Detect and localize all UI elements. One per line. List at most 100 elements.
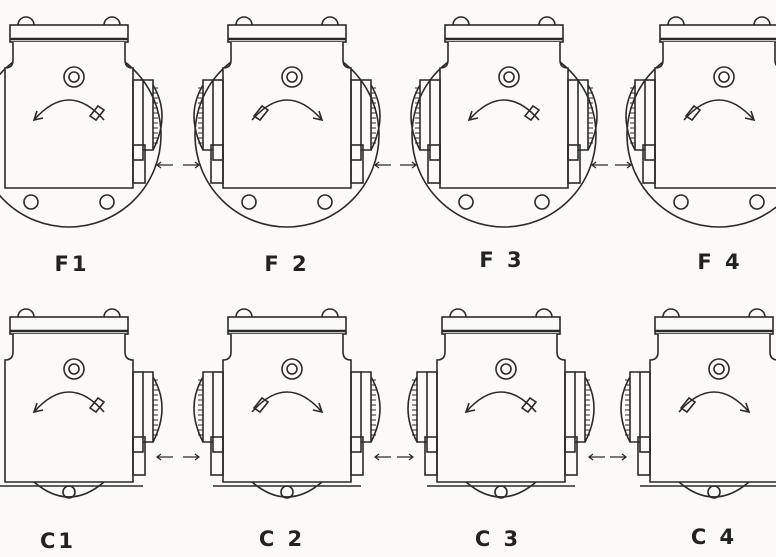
arrow-head-icon: [312, 402, 324, 414]
top-bump: [235, 308, 253, 318]
focus-knob: [416, 371, 427, 443]
center-knob-icon: [281, 66, 303, 88]
plate-hole: [534, 194, 550, 210]
side-plate: [644, 79, 656, 161]
camera-panel-6: [183, 308, 391, 499]
panel-label-f1: F1: [54, 252, 90, 276]
rotation-arrow-icon: [33, 391, 105, 413]
focus-knob-dome: [620, 376, 631, 443]
pointer-arrow-icon: [588, 453, 605, 461]
side-plate: [564, 371, 576, 453]
camera-panel-7: [397, 308, 605, 499]
focus-knob: [361, 79, 372, 151]
camera-body: [649, 334, 776, 483]
arrow-tail-feather-icon: [88, 104, 106, 122]
lower-latch: [567, 144, 581, 184]
camera-panel-5: [0, 308, 173, 499]
arrow-tail-feather-icon: [523, 104, 541, 122]
panel-label-c1: C1: [39, 529, 77, 553]
arrow-head-icon: [467, 110, 479, 122]
focus-knob-dome: [152, 376, 163, 443]
arrow-tail-feather-icon: [684, 104, 702, 122]
camera-body: [439, 42, 569, 189]
top-bump: [103, 308, 121, 318]
center-knob-icon: [498, 66, 520, 88]
base-lug: [678, 481, 750, 498]
center-knob-icon: [713, 66, 735, 88]
side-plate: [639, 371, 651, 453]
rotation-arrow-icon: [683, 99, 755, 121]
arrow-tail-feather-icon: [679, 396, 697, 414]
focus-knob-dome: [410, 84, 421, 151]
focus-knob-dome: [370, 376, 381, 443]
plate-hole: [99, 194, 115, 210]
pointer-arrow-icon: [374, 161, 391, 169]
arrow-tail-feather-icon: [252, 104, 270, 122]
center-knob-icon: [68, 363, 80, 375]
plate-hole: [317, 194, 333, 210]
rotation-arrow-icon: [251, 99, 323, 121]
lower-latch: [427, 144, 441, 184]
center-knob-icon: [63, 66, 85, 88]
camera-panel-3: [400, 16, 608, 228]
focus-knob: [202, 371, 213, 443]
arrow-head-icon: [32, 110, 44, 122]
lower-latch: [424, 436, 438, 476]
top-bump: [452, 16, 470, 26]
focus-knob: [143, 79, 154, 151]
pointer-arrow-icon: [591, 161, 608, 169]
base-lug: [33, 481, 105, 498]
side-plate: [567, 79, 579, 161]
center-knob-icon: [68, 71, 80, 83]
top-bump: [449, 308, 467, 318]
focus-knob-dome: [152, 84, 163, 151]
top-bump: [535, 308, 553, 318]
focus-knob-dome: [584, 376, 595, 443]
lower-latch: [564, 436, 578, 476]
center-knob-icon: [713, 363, 725, 375]
base-lug: [465, 481, 537, 498]
side-plate: [426, 371, 438, 453]
camera-body: [4, 42, 134, 189]
lower-latch: [132, 436, 146, 476]
side-plate: [132, 79, 144, 161]
plate-hole: [241, 194, 257, 210]
top-bump: [538, 16, 556, 26]
focus-knob-dome: [193, 376, 204, 443]
camera-panel-1: [0, 16, 173, 228]
rotation-arrow-icon: [468, 99, 540, 121]
rotation-arrow-icon: [33, 99, 105, 121]
focus-knob-dome: [193, 84, 204, 151]
camera-body: [222, 42, 352, 189]
arrow-head-icon: [32, 402, 44, 414]
center-knob-icon: [281, 358, 303, 380]
panel-label-c2: C 2: [258, 527, 306, 551]
arrow-head-icon: [464, 402, 476, 414]
side-plate: [212, 371, 224, 453]
focus-knob-dome: [587, 84, 598, 151]
focus-knob: [202, 79, 213, 151]
plate-hole: [749, 194, 765, 210]
panel-label-f3: F 3: [479, 248, 525, 272]
top-bump: [748, 308, 766, 318]
arrow-tail-feather-icon: [520, 396, 538, 414]
top-bump: [321, 308, 339, 318]
panel-label-c4: C 4: [690, 525, 738, 549]
camera-body: [222, 334, 352, 483]
camera-body: [4, 334, 134, 483]
lower-latch: [350, 436, 364, 476]
focus-knob: [575, 371, 586, 443]
focus-knob-dome: [370, 84, 381, 151]
center-knob-icon: [495, 358, 517, 380]
pointer-arrow-icon: [183, 453, 200, 461]
center-knob-icon: [286, 363, 298, 375]
panel-label-c3: C 3: [474, 527, 522, 551]
camera-body: [654, 42, 776, 189]
side-plate: [350, 371, 362, 453]
lower-latch: [637, 436, 651, 476]
camera-body: [436, 334, 566, 483]
top-bump: [17, 16, 35, 26]
top-bump: [235, 16, 253, 26]
top-bump: [321, 16, 339, 26]
